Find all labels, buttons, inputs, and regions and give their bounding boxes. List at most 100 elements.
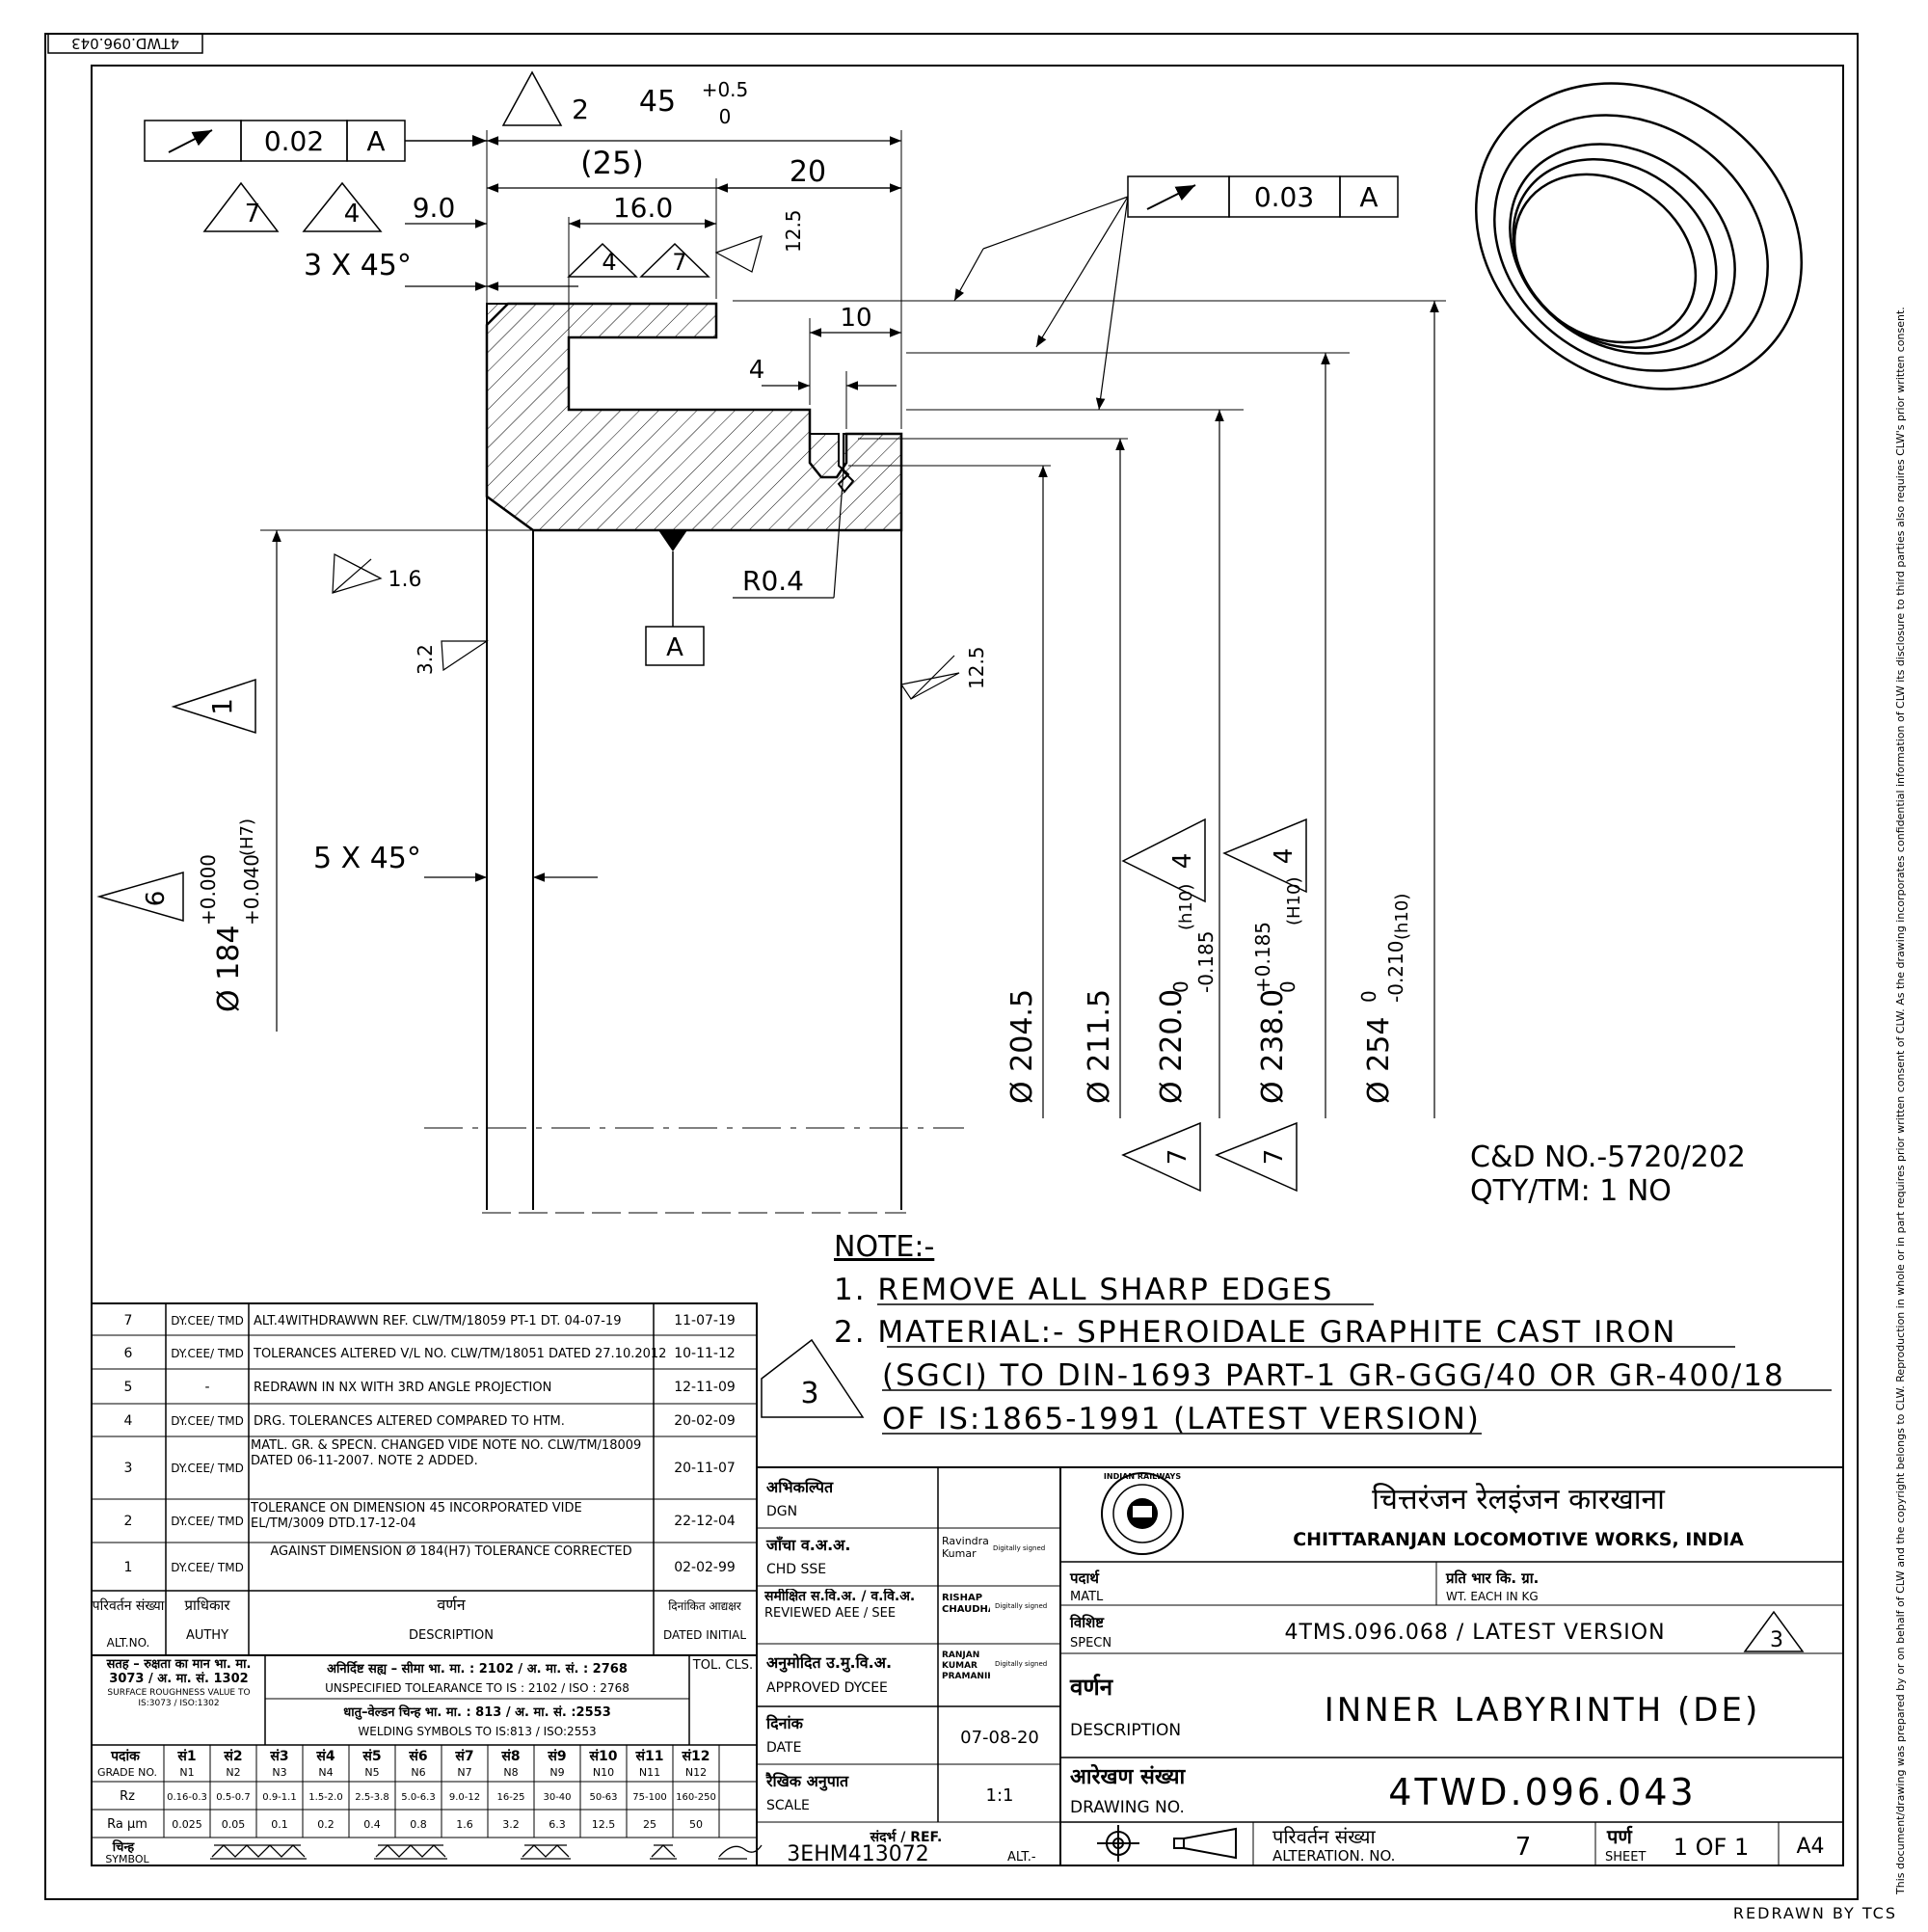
svg-text:7: 7 <box>1164 1149 1192 1166</box>
svg-text:30-40: 30-40 <box>543 1792 571 1803</box>
svg-text:सं4: सं4 <box>315 1749 335 1764</box>
svg-text:ALT.NO.: ALT.NO. <box>107 1636 150 1650</box>
svg-text:9.0-12: 9.0-12 <box>449 1792 480 1803</box>
signature-block: अभिकल्पित DGN जाँचा व.अ.अ. CHD SSE Ravin… <box>756 1466 1061 1866</box>
svg-text:DRAWING NO.: DRAWING NO. <box>1070 1798 1185 1817</box>
projection-symbol <box>1097 1825 1237 1862</box>
svg-text:16.0: 16.0 <box>613 192 673 224</box>
svg-text:0.4: 0.4 <box>363 1818 381 1831</box>
svg-text:4: 4 <box>749 356 765 385</box>
svg-text:OF IS:1865-1991 (LATEST VERSIO: OF IS:1865-1991 (LATEST VERSION) <box>882 1402 1481 1436</box>
svg-text:WELDING SYMBOLS TO IS:813 / IS: WELDING SYMBOLS TO IS:813 / ISO:2553 <box>358 1725 596 1738</box>
outer-border <box>44 33 1859 1900</box>
svg-text:20-11-07: 20-11-07 <box>674 1461 736 1476</box>
svg-text:3EHM413072: 3EHM413072 <box>787 1842 928 1866</box>
svg-text:DESCRIPTION: DESCRIPTION <box>409 1628 494 1643</box>
revision-3-desc: MATL. GR. & SPECN. CHANGED VIDE NOTE NO.… <box>251 1438 642 1468</box>
mirrored-tag: 4TWD.096.043 <box>71 35 179 52</box>
svg-text:N6: N6 <box>411 1766 425 1779</box>
svg-text:(SGCI) TO DIN-1693 PART-1 GR-G: (SGCI) TO DIN-1693 PART-1 GR-GGG/40 OR G… <box>882 1358 1785 1393</box>
svg-text:Ø 254: Ø 254 <box>1362 1017 1396 1104</box>
svg-text:R0.4: R0.4 <box>742 565 804 597</box>
svg-text:SPECN: SPECN <box>1070 1636 1111 1650</box>
svg-text:1:1: 1:1 <box>986 1785 1014 1806</box>
svg-text:3 X 45°: 3 X 45° <box>304 249 412 282</box>
tol-class: TOL. CLS. <box>692 1658 754 1673</box>
revision-2-desc: TOLERANCE ON DIMENSION 45 INCORPORATED V… <box>251 1501 582 1531</box>
svg-text:वर्णन: वर्णन <box>1069 1674 1114 1701</box>
svg-text:3.2: 3.2 <box>502 1818 520 1831</box>
svg-text:9.0: 9.0 <box>413 192 456 224</box>
svg-text:20: 20 <box>790 155 826 189</box>
svg-text:1: 1 <box>206 698 238 715</box>
svg-text:विशिष्ट: विशिष्ट <box>1069 1614 1105 1631</box>
svg-text:A: A <box>366 125 385 157</box>
redrawn-by: REDRAWN BY TCS <box>1733 1904 1897 1922</box>
svg-text:प्रति भार कि. ग्रा.: प्रति भार कि. ग्रा. <box>1445 1570 1539 1587</box>
svg-text:7: 7 <box>672 249 686 276</box>
svg-text:50: 50 <box>689 1818 703 1831</box>
svg-text:10-11-12: 10-11-12 <box>674 1346 736 1361</box>
svg-text:जाँचा व.अ.अ.: जाँचा व.अ.अ. <box>765 1536 850 1554</box>
svg-text:N7: N7 <box>457 1766 471 1779</box>
svg-text:N9: N9 <box>549 1766 564 1779</box>
svg-text:10: 10 <box>840 304 871 333</box>
svg-text:Digitally signed: Digitally signed <box>995 1660 1047 1668</box>
svg-text:DY.CEE/ TMD: DY.CEE/ TMD <box>171 1561 244 1574</box>
svg-text:GRADE NO.: GRADE NO. <box>97 1766 157 1779</box>
svg-text:A4: A4 <box>1796 1835 1824 1859</box>
svg-text:3: 3 <box>800 1377 818 1410</box>
svg-text:N4: N4 <box>318 1766 333 1779</box>
svg-text:दिनांक: दिनांक <box>765 1714 804 1732</box>
balloon-3-specn <box>1743 1610 1805 1652</box>
svg-text:3: 3 <box>124 1461 133 1476</box>
svg-text:+0.5: +0.5 <box>702 78 749 101</box>
quantity: QTY/TM: 1 NO <box>1470 1174 1672 1208</box>
svg-text:अभिकल्पित: अभिकल्पित <box>766 1478 834 1496</box>
svg-text:12-11-09: 12-11-09 <box>674 1380 736 1395</box>
svg-text:ALTERATION. NO.: ALTERATION. NO. <box>1272 1847 1395 1865</box>
chd-signer: Ravindra Kumar <box>942 1535 988 1560</box>
tolerance-frame-top: 0.02 A <box>144 120 487 162</box>
svg-text:सं11: सं11 <box>635 1749 664 1764</box>
svg-text:2: 2 <box>572 94 589 125</box>
svg-text:+0.040: +0.040 <box>240 854 263 926</box>
svg-text:CHD SSE: CHD SSE <box>766 1562 826 1577</box>
svg-text:50-63: 50-63 <box>589 1792 617 1803</box>
svg-text:आरेखण संख्या: आरेखण संख्या <box>1070 1763 1187 1789</box>
svg-text:A: A <box>1359 181 1378 213</box>
svg-text:अनुमोदित उ.मु.वि.अ.: अनुमोदित उ.मु.वि.अ. <box>766 1653 892 1673</box>
svg-text:(h10): (h10) <box>1176 884 1196 930</box>
svg-text:Digitally signed: Digitally signed <box>993 1544 1045 1552</box>
svg-text:Ø 184: Ø 184 <box>212 926 246 1012</box>
svg-text:-0.185: -0.185 <box>1194 931 1218 993</box>
balloon-2 <box>501 70 563 126</box>
revision-table: 7 DY.CEE/ TMD ALT.4WITHDRAWWN REF. CLW/T… <box>91 1302 758 1656</box>
svg-text:0.02: 0.02 <box>264 125 324 157</box>
svg-text:11-07-19: 11-07-19 <box>674 1313 736 1328</box>
svg-text:DY.CEE/ TMD: DY.CEE/ TMD <box>171 1462 244 1475</box>
svg-text:N3: N3 <box>272 1766 286 1779</box>
balloon-7a <box>1121 1121 1201 1193</box>
diameter-dimensions: Ø 204.5 Ø 211.5 Ø 220.0 0 -0.185 (h10) Ø… <box>733 300 1446 1193</box>
svg-text:प्राधिकार: प्राधिकार <box>184 1597 230 1614</box>
svg-text:N10: N10 <box>593 1766 614 1779</box>
svg-text:Ø 211.5: Ø 211.5 <box>1083 989 1116 1104</box>
balloon-7b <box>1215 1121 1298 1193</box>
svg-text:3.2: 3.2 <box>414 644 437 675</box>
svg-text:रैखिक अनुपात: रैखिक अनुपात <box>764 1772 849 1791</box>
svg-text:0.05: 0.05 <box>222 1818 246 1831</box>
left-dimensions: 1.6 3.2 1 5 X 45° 6 Ø 184 +0.000 +0.040 … <box>96 529 598 1032</box>
svg-text:UNSPECIFIED TOLEARANCE TO IS :: UNSPECIFIED TOLEARANCE TO IS : 2102 / IS… <box>325 1681 629 1695</box>
svg-text:सं10: सं10 <box>589 1749 618 1764</box>
svg-text:-: - <box>204 1380 209 1395</box>
svg-text:45: 45 <box>639 85 676 119</box>
svg-text:सं12: सं12 <box>682 1749 710 1764</box>
svg-text:DATE: DATE <box>766 1740 801 1756</box>
svg-text:DESCRIPTION: DESCRIPTION <box>1070 1721 1181 1740</box>
svg-text:4TMS.096.068 / LATEST VERSION: 4TMS.096.068 / LATEST VERSION <box>1284 1621 1665 1645</box>
roughness-std-en: SURFACE ROUGHNESS VALUE TO IS:3073 / ISO… <box>107 1688 251 1708</box>
svg-text:+0.000: +0.000 <box>197 854 220 926</box>
svg-text:सं8: सं8 <box>500 1749 520 1764</box>
svg-text:DY.CEE/ TMD: DY.CEE/ TMD <box>171 1414 244 1428</box>
